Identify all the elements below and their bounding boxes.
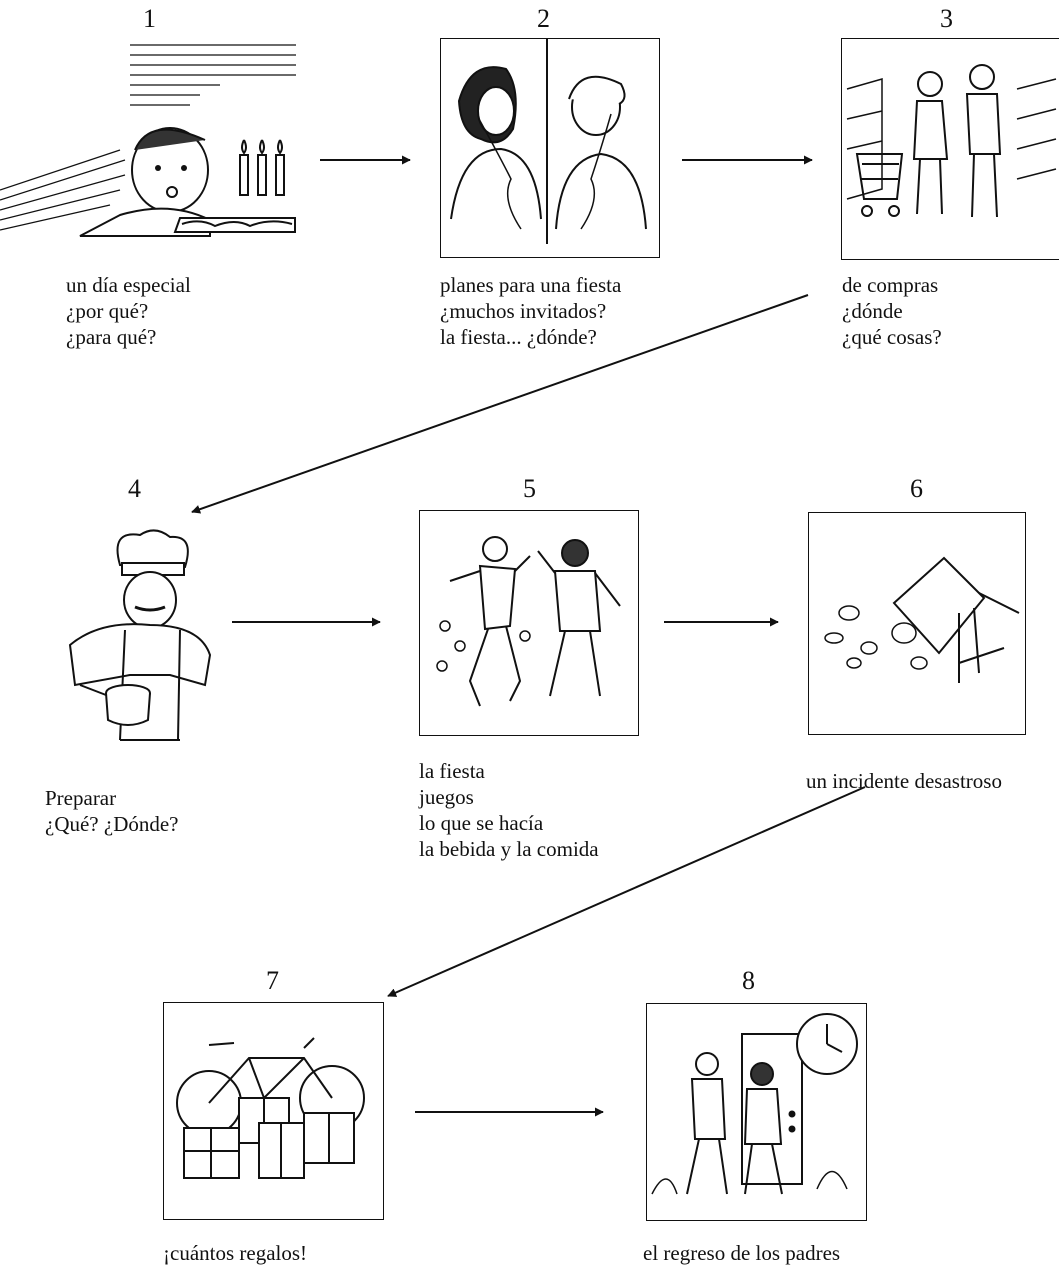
- sparkle-icons: [436, 620, 531, 672]
- people-dancing-illustration: [436, 536, 621, 707]
- step-number-1: 1: [143, 4, 156, 33]
- step-caption-7: ¡cuántos regalos!: [163, 1241, 308, 1265]
- parents-returning-home-illustration: [651, 1013, 858, 1195]
- broken-dishes-icon: [824, 605, 928, 670]
- door-icon: [741, 1033, 803, 1185]
- step-caption-2: planes para una fiesta¿muchos invitados?…: [440, 273, 622, 349]
- chef-hat-icon: [116, 529, 189, 569]
- step-number-8: 8: [742, 966, 755, 995]
- step-number-5: 5: [523, 474, 536, 503]
- gift-box-icons: [183, 1097, 355, 1179]
- step-caption-8: el regreso de los padres: [643, 1241, 841, 1265]
- step-caption-6: un incidente desastroso: [806, 769, 1002, 793]
- cake-icon: [173, 217, 296, 233]
- step-caption-1: un día especial¿por qué?¿para qué?: [66, 273, 191, 349]
- step-frame-3: [841, 38, 1059, 260]
- pot-icon: [79, 684, 151, 726]
- step-caption-4: Preparar¿Qué? ¿Dónde?: [45, 786, 179, 836]
- shopping-cart-icon: [855, 153, 904, 217]
- chef-cooking-illustration: [68, 529, 212, 741]
- candle-icons: [239, 139, 285, 196]
- step-number-4: 4: [128, 474, 141, 503]
- couple-shopping-in-store-illustration: [846, 64, 1057, 218]
- birthday-boy-with-cake-illustration: [0, 40, 298, 237]
- arrow-3-to-4: [191, 294, 809, 514]
- overturned-table-illustration: [824, 556, 1020, 683]
- step-caption-3: de compras¿dónde¿qué cosas?: [842, 273, 942, 349]
- two-people-on-phone-illustration: [450, 39, 647, 244]
- step-number-6: 6: [910, 474, 923, 503]
- step-number-3: 3: [940, 4, 953, 33]
- bicycle-and-gifts-illustration: [176, 1037, 365, 1179]
- step-number-2: 2: [537, 4, 550, 33]
- step-number-7: 7: [266, 966, 279, 995]
- step-frame-5: [419, 510, 639, 736]
- arrow-6-to-7: [387, 786, 866, 997]
- clock-icon: [796, 1013, 858, 1075]
